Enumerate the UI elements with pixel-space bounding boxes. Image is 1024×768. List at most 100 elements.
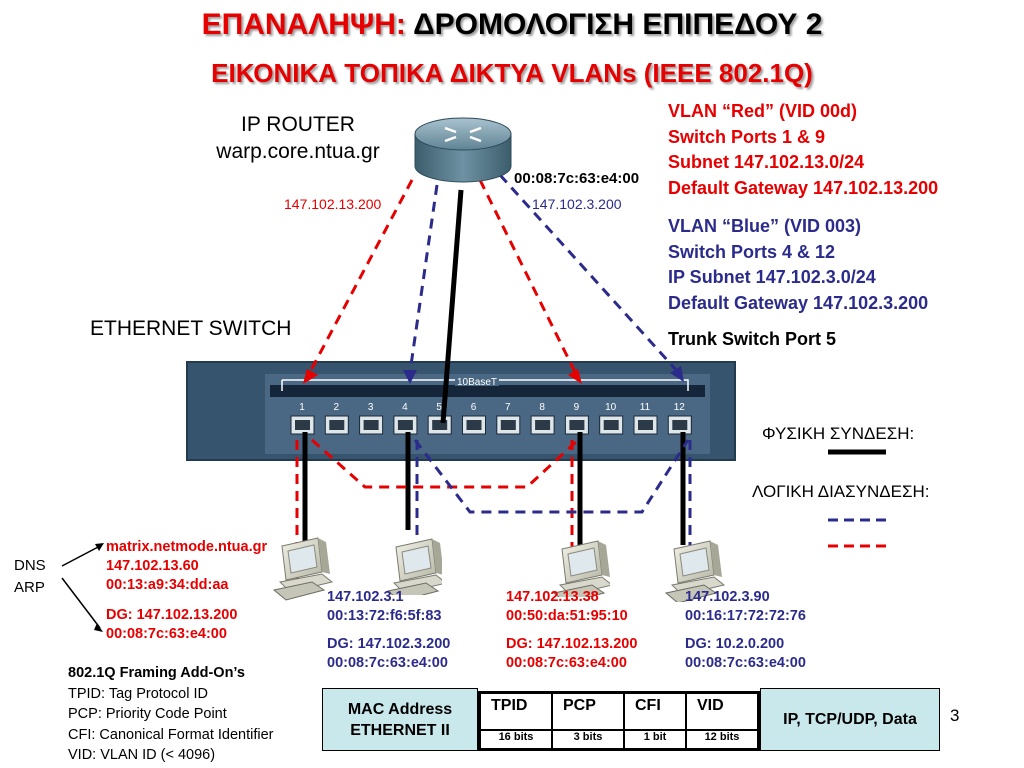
- host1-dg: DG: 147.102.13.200: [106, 607, 238, 623]
- switch-port-socket: [295, 420, 310, 430]
- host2-mac: 00:13:72:f6:5f:83: [327, 608, 442, 624]
- frame-payload: IP, TCP/UDP, Data: [760, 688, 940, 751]
- computer-icon-host1: [272, 537, 334, 601]
- switch-bar-label: 10BaseT: [457, 377, 497, 388]
- vlan-red-line1: VLAN “Red” (VID 00d): [668, 101, 858, 121]
- host3-dg-mac: 00:08:7c:63:e4:00: [506, 655, 627, 671]
- vlan-blue-line3: IP Subnet 147.102.3.0/24: [668, 267, 876, 287]
- host1-dg-mac: 00:08:7c:63:e4:00: [106, 626, 227, 642]
- router-ip-red: 147.102.13.200: [284, 196, 382, 212]
- frame-field-size: 1 bit: [624, 730, 686, 749]
- switch-port-socket: [638, 420, 653, 430]
- frame-field-name: CFI: [624, 693, 686, 730]
- vlan-blue-line1: VLAN “Blue” (VID 003): [668, 216, 862, 236]
- frame-mac-line2: ETHERNET II: [350, 721, 450, 739]
- host4-info: 147.102.3.90 00:16:17:72:72:76 DG: 10.2.…: [685, 588, 806, 673]
- switch-label: ETHERNET SWITCH: [90, 317, 292, 340]
- switch-port-socket: [569, 420, 585, 430]
- frame-field-size: 12 bits: [686, 730, 758, 749]
- host3-mac: 00:50:da:51:95:10: [506, 608, 628, 624]
- frame-field-name: VID: [686, 693, 758, 730]
- router-ip-blue: 147.102.3.200: [532, 196, 622, 212]
- router-label-line1: IP ROUTER: [241, 113, 355, 136]
- switch-port-socket: [397, 420, 413, 430]
- switch-port-label: 1: [299, 402, 305, 413]
- legend-logical-label: ΛΟΓΙΚΗ ΔΙΑΣΥΝΔΕΣΗ:: [752, 482, 930, 501]
- switch-port-socket: [603, 420, 619, 430]
- dns-label: DNS: [14, 557, 46, 574]
- switch-port-label: 2: [334, 402, 340, 413]
- switch-port-label: 3: [368, 402, 374, 413]
- physical-links: [302, 189, 686, 545]
- framing-cfi: CFI: Canonical Format Identifier: [68, 726, 274, 743]
- switch-port-socket: [500, 420, 516, 430]
- vlan-red-line3: Subnet 147.102.13.0/24: [668, 152, 865, 172]
- host3-ip: 147.102.13.38: [506, 589, 599, 605]
- host1-info: matrix.netmode.ntua.gr 147.102.13.60 00:…: [106, 538, 267, 644]
- router-icon: [414, 117, 512, 183]
- framing-vid: VID: VLAN ID (< 4096): [68, 747, 216, 763]
- legend-physical-label: ΦΥΣΙΚΗ ΣΥΝΔΕΣΗ:: [762, 424, 915, 443]
- logical-links-blue: [408, 173, 692, 580]
- host4-mac: 00:16:17:72:72:76: [685, 608, 806, 624]
- trunk-info: Trunk Switch Port 5: [668, 329, 837, 349]
- host3-info: 147.102.13.38 00:50:da:51:95:10 DG: 147.…: [506, 588, 637, 673]
- router-mac: 00:08:7c:63:e4:00: [514, 170, 640, 187]
- page-number: 3: [950, 706, 960, 725]
- title-prefix: ΕΠΑΝΑΛΗΨΗ:: [201, 8, 406, 41]
- switch-port-socket: [466, 420, 482, 430]
- switch-port-label: 5: [436, 402, 442, 413]
- host2-dg: DG: 147.102.3.200: [327, 636, 451, 652]
- framing-legend: 802.1Q Framing Add-On’s TPID: Tag Protoc…: [68, 663, 274, 766]
- framing-pcp: PCP: Priority Code Point: [68, 706, 227, 722]
- switch-port-label: 9: [574, 402, 580, 413]
- arp-label: ARP: [14, 579, 45, 596]
- frame-field-size: 3 bits: [552, 730, 624, 749]
- switch-port-socket: [329, 420, 345, 430]
- arrowheads: [303, 366, 684, 384]
- switch-port-socket: [363, 420, 379, 430]
- switch-port-label: 11: [640, 402, 651, 413]
- switch-port-label: 6: [471, 402, 477, 413]
- frame-mac-header: MAC Address ETHERNET II: [322, 688, 478, 751]
- framing-title: 802.1Q Framing Add-On’s: [68, 665, 245, 681]
- computer-icon-host3: [552, 540, 610, 597]
- router-trunk-link: [440, 189, 464, 424]
- dns-arp-arrows: [61, 545, 101, 629]
- vlan-blue-line2: Switch Ports 4 & 12: [668, 241, 836, 262]
- host3-dg: DG: 147.102.13.200: [506, 636, 638, 652]
- vlan-blue-line4: Default Gateway 147.102.3.200: [668, 292, 929, 313]
- switch-port-socket: [432, 420, 448, 430]
- host2-ip: 147.102.3.1: [327, 589, 404, 605]
- vlan-red-line4: Default Gateway 147.102.13.200: [668, 177, 939, 198]
- switch-port-socket: [535, 420, 551, 430]
- frame-field-name: PCP: [552, 693, 624, 730]
- frame-mac-line1: MAC Address: [347, 700, 453, 718]
- host1-name: matrix.netmode.ntua.gr: [106, 539, 268, 555]
- host2-dg-mac: 00:08:7c:63:e4:00: [327, 655, 448, 671]
- title-main: ΔΡΟΜΟΛΟΓΙΣΗ ΕΠΙΠΕΔΟΥ 2: [413, 8, 823, 41]
- vlan-blue-info: VLAN “Blue” (VID 003) Switch Ports 4 & 1…: [668, 214, 928, 316]
- page-title: ΕΠΑΝΑΛΗΨΗ: ΔΡΟΜΟΛΟΓΙΣΗ ΕΠΙΠΕΔΟΥ 2: [0, 8, 1024, 42]
- computer-icon-host4: [664, 540, 726, 602]
- frame-field-size: 16 bits: [480, 730, 552, 749]
- switch-port-socket: [672, 420, 688, 430]
- framing-tpid: TPID: Tag Protocol ID: [68, 685, 208, 702]
- frame-field-name: TPID: [480, 693, 552, 730]
- host1-mac: 00:13:a9:34:dd:aa: [106, 577, 229, 593]
- host4-dg: DG: 10.2.0.200: [685, 636, 785, 652]
- router-label: IP ROUTER warp.core.ntua.gr: [198, 111, 398, 165]
- router-label-line2: warp.core.ntua.gr: [216, 140, 380, 163]
- switch-port-label: 10: [605, 402, 617, 413]
- vlan-red-line2: Switch Ports 1 & 9: [668, 126, 826, 147]
- page-subtitle: ΕΙΚΟΝΙΚΑ ΤΟΠΙΚΑ ΔΙΚΤΥΑ VLANs (IEEE 802.1…: [211, 58, 813, 88]
- switch-port-label: 7: [505, 402, 511, 413]
- vlan-red-info: VLAN “Red” (VID 00d) Switch Ports 1 & 9 …: [668, 99, 938, 201]
- host4-ip: 147.102.3.90: [685, 589, 770, 605]
- computer-icon-host2: [386, 538, 442, 595]
- host1-ip: 147.102.13.60: [106, 558, 199, 574]
- switch-port-label: 8: [539, 402, 545, 413]
- host2-info: 147.102.3.1 00:13:72:f6:5f:83 DG: 147.10…: [327, 588, 450, 673]
